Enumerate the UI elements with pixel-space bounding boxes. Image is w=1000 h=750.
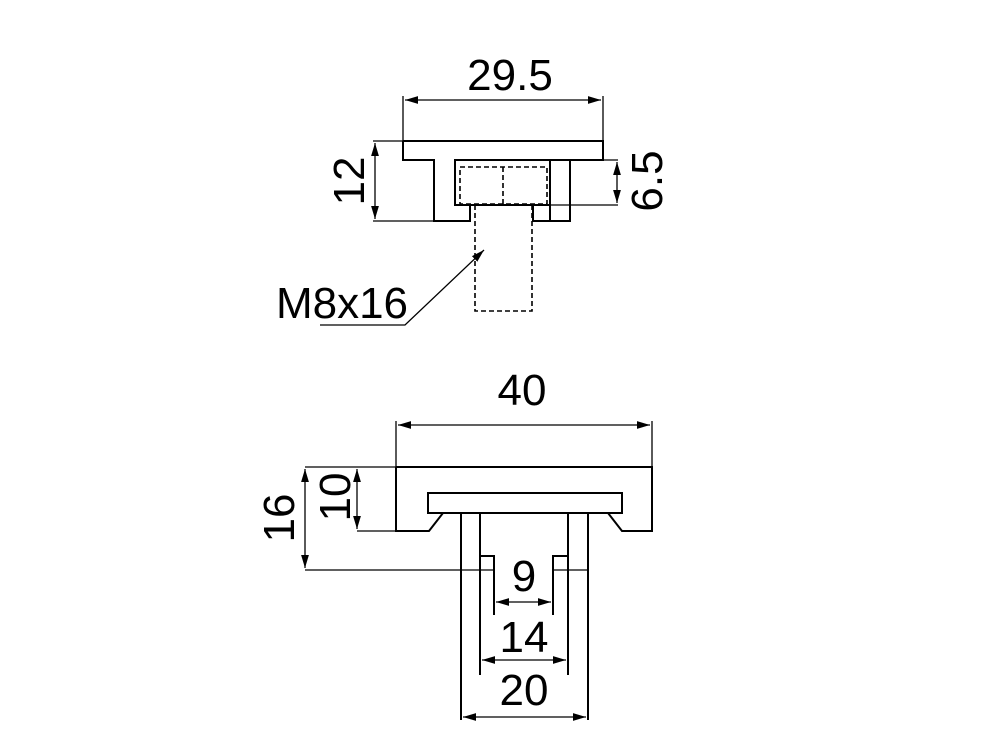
- profile-inner-slot: [479, 512, 569, 675]
- top-view-clamp: [371, 96, 621, 222]
- dimension-16: 16: [255, 494, 304, 543]
- bolt-leader-line: [320, 249, 485, 326]
- bottom-view-profile: [301, 421, 653, 721]
- dimension-29-5: 29.5: [467, 51, 553, 100]
- bolt-hidden: [459, 166, 548, 312]
- clamp-slot: [454, 159, 551, 206]
- dimension-12: 12: [325, 157, 374, 206]
- bolt-shank: [474, 205, 533, 312]
- dimension-9: 9: [512, 552, 536, 601]
- clamp-right-lip: [550, 159, 571, 222]
- dimension-14: 14: [500, 613, 549, 662]
- bolt-spec-label: M8x16: [276, 279, 408, 328]
- dimension-20: 20: [500, 666, 549, 715]
- clamp-outline: [402, 140, 604, 222]
- profile-t-slot: [427, 492, 623, 514]
- dimension-10: 10: [311, 473, 360, 522]
- profile-left: [395, 467, 462, 720]
- dimension-40: 40: [498, 366, 547, 415]
- dimension-6-5: 6.5: [623, 150, 672, 211]
